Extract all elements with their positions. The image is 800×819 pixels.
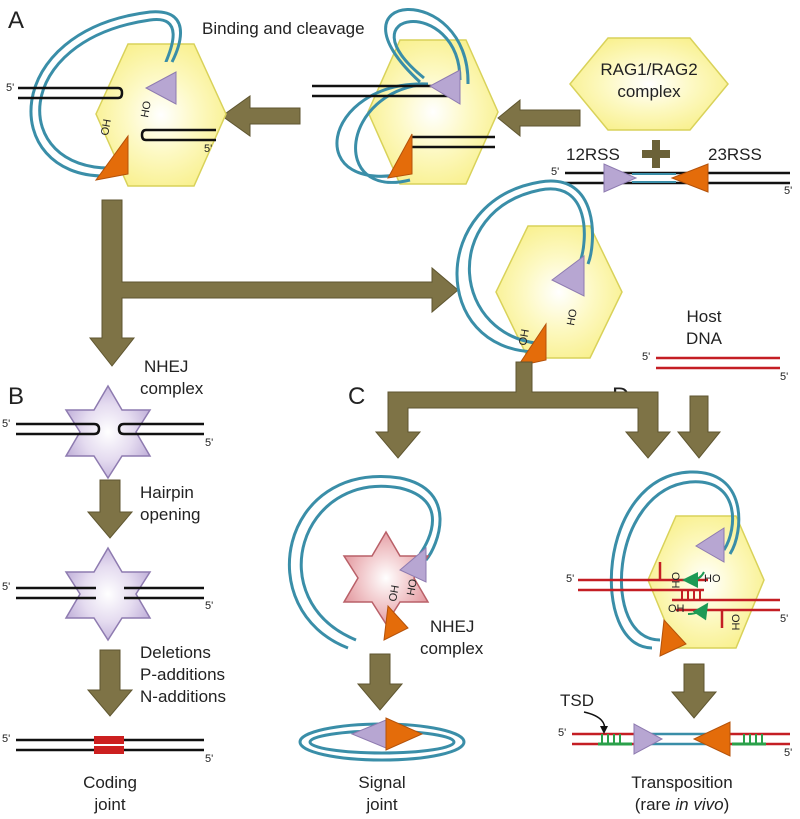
oh-label: OH xyxy=(99,118,114,136)
ho-label: HO xyxy=(565,308,580,327)
oh-label: OH xyxy=(387,584,402,602)
strand-5-prime: 5' xyxy=(205,437,213,449)
strand-5-prime: 5' xyxy=(6,82,14,94)
host-dna-label-1: Host xyxy=(687,307,722,326)
transposition-complex: OH HO OH OH xyxy=(578,470,780,657)
binding-cleavage-label: Binding and cleavage xyxy=(202,19,365,38)
nhej-b-label-2: complex xyxy=(140,379,204,398)
rss23-label: 23RSS xyxy=(708,145,762,164)
strand-5-prime: 5' xyxy=(205,753,213,765)
host-dna-arrow xyxy=(676,395,722,459)
hairpin-label-2: opening xyxy=(140,505,201,524)
rare-in-vivo-label: (rare in vivo) xyxy=(635,795,729,814)
signal-joint-label-2: joint xyxy=(365,795,397,814)
transposition-label: Transposition xyxy=(631,773,732,792)
oh-label: OH xyxy=(669,572,681,589)
signal-arrow xyxy=(356,653,404,711)
split-arrow xyxy=(374,361,672,459)
plus-icon xyxy=(642,140,670,168)
strand-5-prime: 5' xyxy=(2,581,10,593)
coding-joint-dna xyxy=(16,736,204,754)
strand-5-prime: 5' xyxy=(2,418,10,430)
substrate-dna xyxy=(565,163,790,193)
nhej-complex-opened xyxy=(16,546,204,642)
host-dna xyxy=(656,356,780,370)
tsd-left xyxy=(598,734,632,746)
binding-arrow xyxy=(497,98,581,138)
paired-complex xyxy=(312,8,499,185)
coding-joint-junction xyxy=(94,746,124,754)
rss23-triangle xyxy=(670,163,709,193)
strand-5-prime: 5' xyxy=(205,600,213,612)
ho-label: HO xyxy=(704,573,721,585)
signal-joint-label-1: Signal xyxy=(358,773,405,792)
branch-arrow xyxy=(88,199,459,367)
deletions-label: Deletions xyxy=(140,643,211,662)
n-additions-label: N-additions xyxy=(140,687,226,706)
strand-5-prime: 5' xyxy=(204,143,212,155)
transposition-arrow xyxy=(670,663,718,719)
oh-label: OH xyxy=(517,328,532,346)
cleaved-complex: HO OH xyxy=(18,10,227,187)
panel-label-c: C xyxy=(348,383,365,410)
oh-label: OH xyxy=(668,603,685,615)
panel-label-a: A xyxy=(8,7,24,34)
strand-5-prime: 5' xyxy=(558,727,566,739)
strand-5-prime: 5' xyxy=(2,733,10,745)
strand-5-prime: 5' xyxy=(566,573,574,585)
rss12-label: 12RSS xyxy=(566,145,620,164)
nhej-complex-c: OH HO xyxy=(287,475,442,650)
signal-joint-circle xyxy=(298,717,466,762)
tsd-pointer-head xyxy=(600,726,608,734)
processing-arrow xyxy=(86,649,134,717)
rag-complex-label-1: RAG1/RAG2 xyxy=(600,60,697,79)
nhej-complex-b xyxy=(16,384,204,480)
tsd-right xyxy=(732,734,766,746)
rss12-triangle xyxy=(603,163,638,193)
strand-5-prime: 5' xyxy=(784,185,792,197)
cleavage-arrow xyxy=(221,95,301,137)
ho-label: HO xyxy=(139,100,154,119)
nhej-c-label-2: complex xyxy=(420,639,484,658)
oh-label: OH xyxy=(729,614,741,631)
hairpin-label-1: Hairpin xyxy=(140,483,194,502)
tsd-label: TSD xyxy=(560,691,594,710)
strand-5-prime: 5' xyxy=(780,613,788,625)
rag-complex-label-2: complex xyxy=(617,82,681,101)
p-additions-label: P-additions xyxy=(140,665,225,684)
host-dna-label-2: DNA xyxy=(686,329,723,348)
nhej-b-label-1: NHEJ xyxy=(144,357,188,376)
transposition-product xyxy=(572,721,790,757)
signal-end-complex: HO OH xyxy=(455,179,623,367)
coding-joint-junction xyxy=(94,736,124,744)
hairpin-arrow xyxy=(86,479,134,539)
nhej-c-label-1: NHEJ xyxy=(430,617,474,636)
strand-5-prime: 5' xyxy=(784,747,792,759)
ho-label: HO xyxy=(405,578,420,597)
coding-joint-label-1: Coding xyxy=(83,773,137,792)
panel-label-b: B xyxy=(8,383,24,410)
strand-5-prime: 5' xyxy=(642,351,650,363)
strand-5-prime: 5' xyxy=(780,371,788,383)
rag-complex-free xyxy=(569,37,729,131)
coding-joint-label-2: joint xyxy=(93,795,125,814)
strand-5-prime: 5' xyxy=(551,166,559,178)
